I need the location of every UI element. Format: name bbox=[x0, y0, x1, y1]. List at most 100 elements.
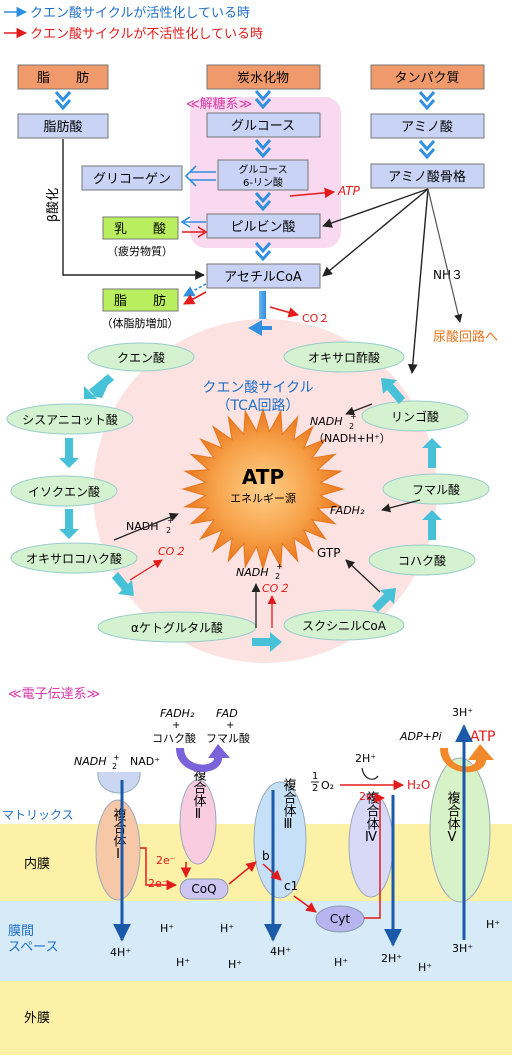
node-cis-aconitate-label: シスアニコット酸 bbox=[22, 412, 118, 427]
hplus-6: H⁺ bbox=[418, 961, 432, 974]
acetyl-coa-box bbox=[206, 263, 321, 289]
complex-2-label: 複合体Ⅱ bbox=[191, 767, 207, 822]
complex-3-label: 複合体Ⅲ bbox=[281, 777, 297, 832]
etc-adp: ADP+Pi bbox=[399, 730, 442, 743]
node-malate-label: リンゴ酸 bbox=[391, 409, 439, 424]
cycle-arrow-6 bbox=[372, 588, 396, 612]
tca-atp-label: ATP bbox=[242, 465, 284, 489]
etc-succinate: コハク酸 bbox=[152, 731, 196, 745]
node-succinyl bbox=[283, 609, 405, 641]
intermembrane-band bbox=[0, 901, 512, 981]
skeleton-to-urea-arrow bbox=[427, 188, 463, 323]
isocitrate-nadh-arrow bbox=[113, 512, 179, 541]
g6p-label-line1: グルコース bbox=[238, 163, 287, 176]
complex-5-label: 複合体Ⅴ bbox=[445, 790, 461, 845]
node-citrate bbox=[87, 342, 195, 372]
skeleton-to-pyruvate-arrow bbox=[322, 188, 429, 228]
succinyl-gtp-arrow bbox=[345, 559, 381, 593]
cycle-arrow-9 bbox=[381, 378, 405, 404]
matrix-label: マトリックス bbox=[2, 808, 74, 822]
amino-acid-label: アミノ酸 bbox=[401, 120, 453, 135]
tca-center: ATP エネルギー源 クエン酸サイクル （TCA回路） bbox=[181, 380, 345, 571]
fumarate-fadh2-arrow bbox=[381, 499, 421, 513]
tca-cycle-arrows bbox=[59, 374, 442, 652]
lactate-box bbox=[102, 216, 179, 240]
complex-1-label: 複合体Ⅰ bbox=[111, 807, 127, 862]
g6p-label-line2: 6-リン酸 bbox=[243, 176, 283, 189]
complex-1-electron-path bbox=[140, 847, 178, 891]
tca-subtitle: （TCA回路） bbox=[216, 398, 299, 414]
atp-curved-arrow bbox=[440, 744, 494, 773]
glycolysis-title: ≪解糖系≫ bbox=[186, 96, 252, 112]
atp-sun-shape bbox=[181, 407, 345, 571]
pyruvate-to-acetyl-arrow bbox=[254, 242, 272, 262]
cycle-arrow-4 bbox=[112, 572, 134, 596]
node-oxalosuccinate-label: オキサロコハク酸 bbox=[26, 551, 122, 566]
acetyl-co2-arrow bbox=[269, 306, 300, 318]
etc-nadh: NADH bbox=[74, 755, 107, 768]
fat2-label: 脂 肪 bbox=[114, 293, 166, 309]
etc-nadh-sup: + bbox=[113, 753, 120, 762]
malate-nadh-arrow bbox=[345, 403, 373, 416]
fat2-note: （体脂肪増加） bbox=[102, 316, 179, 330]
node-isocitrate bbox=[10, 475, 118, 507]
g6p-box bbox=[217, 159, 309, 191]
tca-gtp-label: GTP bbox=[317, 546, 340, 560]
inner-membrane-label: 内膜 bbox=[24, 856, 50, 872]
tca-co2-keto: CO２ bbox=[262, 582, 289, 595]
tca-energy-label: エネルギー源 bbox=[230, 491, 296, 505]
beta-oxidation-label: β酸化 bbox=[46, 188, 61, 222]
acetyl-coa-label: アセチルCoA bbox=[224, 270, 302, 285]
glucose-label: グルコース bbox=[231, 119, 295, 134]
h3-label-bottom: 3H⁺ bbox=[452, 942, 473, 955]
etc-2h-curve bbox=[361, 767, 379, 780]
urea-label: 尿酸回路へ bbox=[433, 329, 498, 345]
glycolysis-atp-arrow bbox=[289, 187, 336, 199]
half-numerator: 1 bbox=[312, 771, 318, 782]
hplus-7: H⁺ bbox=[486, 918, 500, 931]
amino-to-skeleton-arrow bbox=[418, 140, 436, 160]
etc-c1-label: c1 bbox=[284, 879, 298, 893]
cyt-carrier bbox=[315, 905, 365, 933]
electron-label-1: 2e⁻ bbox=[148, 877, 168, 890]
pyruvate-box bbox=[206, 213, 321, 239]
h4-label-2: 4H⁺ bbox=[270, 945, 291, 958]
node-citrate-label: クエン酸 bbox=[117, 350, 165, 365]
acetyl-into-cycle-arrow bbox=[248, 320, 272, 336]
lactate-note: （疲労物質） bbox=[107, 244, 173, 258]
pyruvate-to-lactate-blue bbox=[180, 216, 206, 228]
cycle-arrow-1b bbox=[89, 374, 114, 396]
glycogen-box bbox=[81, 165, 183, 191]
node-isocitrate-label: イソクエン酸 bbox=[28, 484, 100, 499]
complex-3 bbox=[253, 781, 307, 899]
hplus-1: H⁺ bbox=[160, 922, 174, 935]
hplus-3: H⁺ bbox=[176, 956, 190, 969]
etc-section: ≪電子伝達系≫ マトリックス 内膜 膜間 スペース 外膜 複合体Ⅰ 複合体Ⅱ 複… bbox=[0, 687, 512, 1055]
fat-label: 脂 肪 bbox=[37, 70, 89, 86]
etc-3h-top: 3H⁺ bbox=[452, 706, 473, 719]
legend-active-text: クエン酸サイクルが活性化している時 bbox=[30, 6, 250, 21]
lactate-label: 乳 酸 bbox=[114, 222, 166, 237]
pyruvate-label: ピルビン酸 bbox=[230, 220, 295, 235]
node-fumarate bbox=[382, 473, 490, 505]
tca-title: クエン酸サイクル bbox=[202, 380, 313, 396]
beta-oxidation-arrow bbox=[62, 139, 205, 280]
c1-to-cyt-arrow bbox=[293, 895, 317, 913]
cyt-to-complex-4-path bbox=[364, 792, 386, 919]
hplus-4: H⁺ bbox=[228, 958, 242, 971]
node-oxaloacetate bbox=[283, 341, 405, 373]
intermembrane-label-1: 膜間 bbox=[8, 924, 34, 939]
metabolism-boxes: 脂 肪 炭水化物 タンパク質 脂肪酸 ≪解糖系≫ グルコース アミノ酸 グリコー… bbox=[17, 64, 498, 345]
coq-to-b-arrow bbox=[228, 861, 257, 885]
complex-1-curved-arrow bbox=[97, 771, 141, 794]
amino-skeleton-box bbox=[370, 163, 485, 189]
complex-2-curved-arrow bbox=[176, 744, 230, 772]
carb-label: 炭水化物 bbox=[237, 71, 289, 86]
protein-box bbox=[370, 64, 485, 90]
hplus-5: H⁺ bbox=[334, 956, 348, 969]
complex-4-label: 複合体Ⅳ bbox=[364, 790, 380, 845]
tca-nadh-keto-sup: + bbox=[276, 562, 283, 571]
cyt-label: Cyt bbox=[330, 912, 350, 926]
intermembrane-label-2: スペース bbox=[8, 940, 58, 955]
etc-plus-1: + bbox=[172, 720, 180, 731]
